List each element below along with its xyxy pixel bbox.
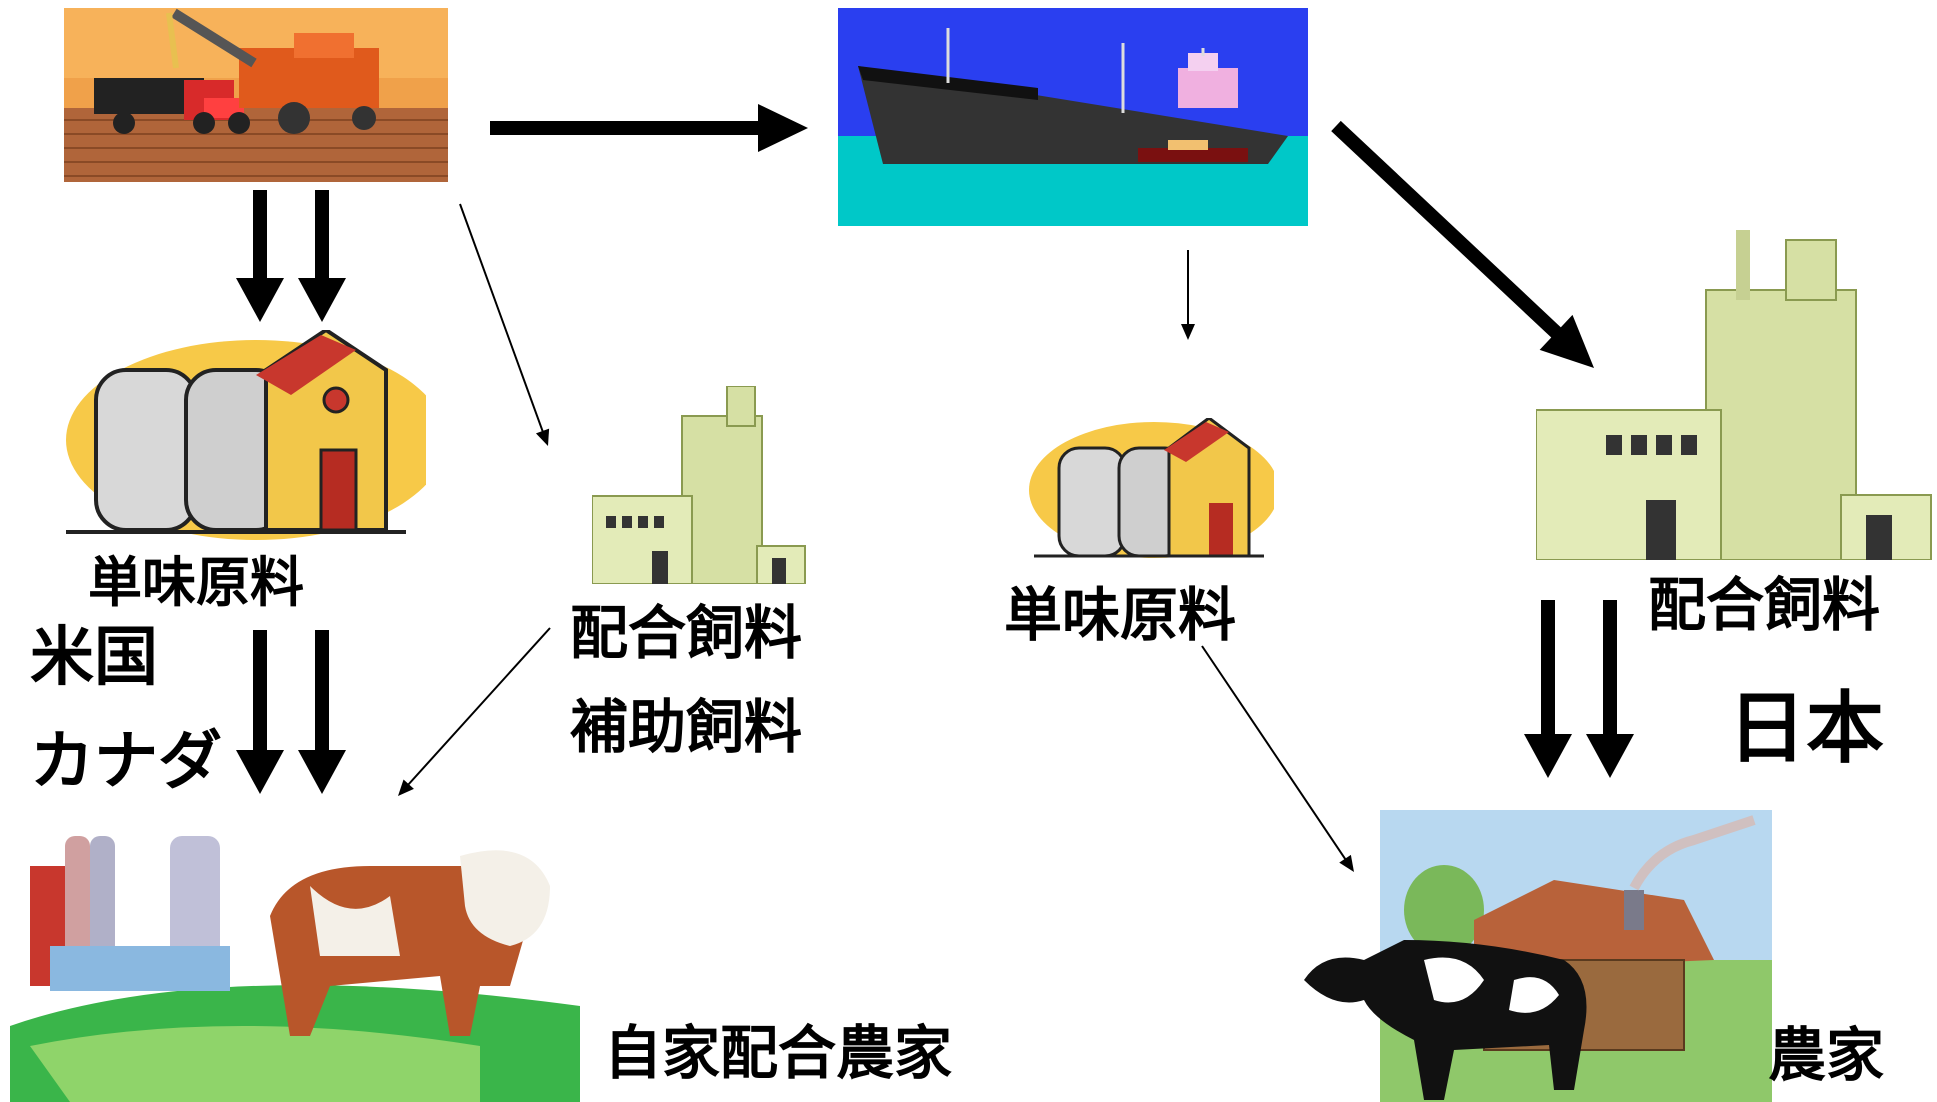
japan-label: 日本: [1728, 684, 1885, 774]
grain-silo-barn-icon: [56, 330, 426, 542]
arrow-harvest-to-ship: [490, 104, 808, 152]
self-mixing-farmer-label: 自家配合農家: [604, 1019, 953, 1087]
arrow-silo-to-farm-a: [236, 630, 284, 794]
arrow-ship-to-jp-silo: [1181, 250, 1195, 340]
farmer-label: 農家: [1768, 1021, 1885, 1089]
arrow-feed-mill-to-farmer-a: [1524, 600, 1572, 778]
us-compound-feed-label: 配合飼料: [570, 599, 803, 667]
harvest-icon: [64, 8, 448, 182]
jp-farm-cow-icon: [1294, 810, 1772, 1102]
arrow-silo-to-farm-b: [298, 630, 346, 794]
arrow-feed-mill-to-farmer-b: [1586, 600, 1634, 778]
feed-mill-large-icon: [1536, 230, 1932, 560]
arrow-small-mill-to-farm: [398, 627, 551, 796]
feed-mill-small-icon: [592, 386, 806, 584]
arrow-harvest-to-silo-a: [236, 190, 284, 322]
jp-raw-material-label: 単味原料: [1004, 581, 1237, 649]
us-raw-material-label: 単味原料: [88, 551, 304, 614]
arrow-harvest-to-silo-b: [298, 190, 346, 322]
us-farm-cattle-icon: [10, 806, 580, 1102]
us-supplement-feed-label: 補助飼料: [570, 693, 803, 761]
arrow-harvest-to-small-mill: [459, 203, 550, 446]
us-country-label: 米国: [30, 621, 158, 695]
canada-label: カナダ: [30, 725, 222, 799]
grain-silo-barn-small-icon: [1024, 418, 1274, 558]
cargo-ship-icon: [838, 8, 1308, 226]
jp-compound-feed-label: 配合飼料: [1648, 571, 1881, 639]
